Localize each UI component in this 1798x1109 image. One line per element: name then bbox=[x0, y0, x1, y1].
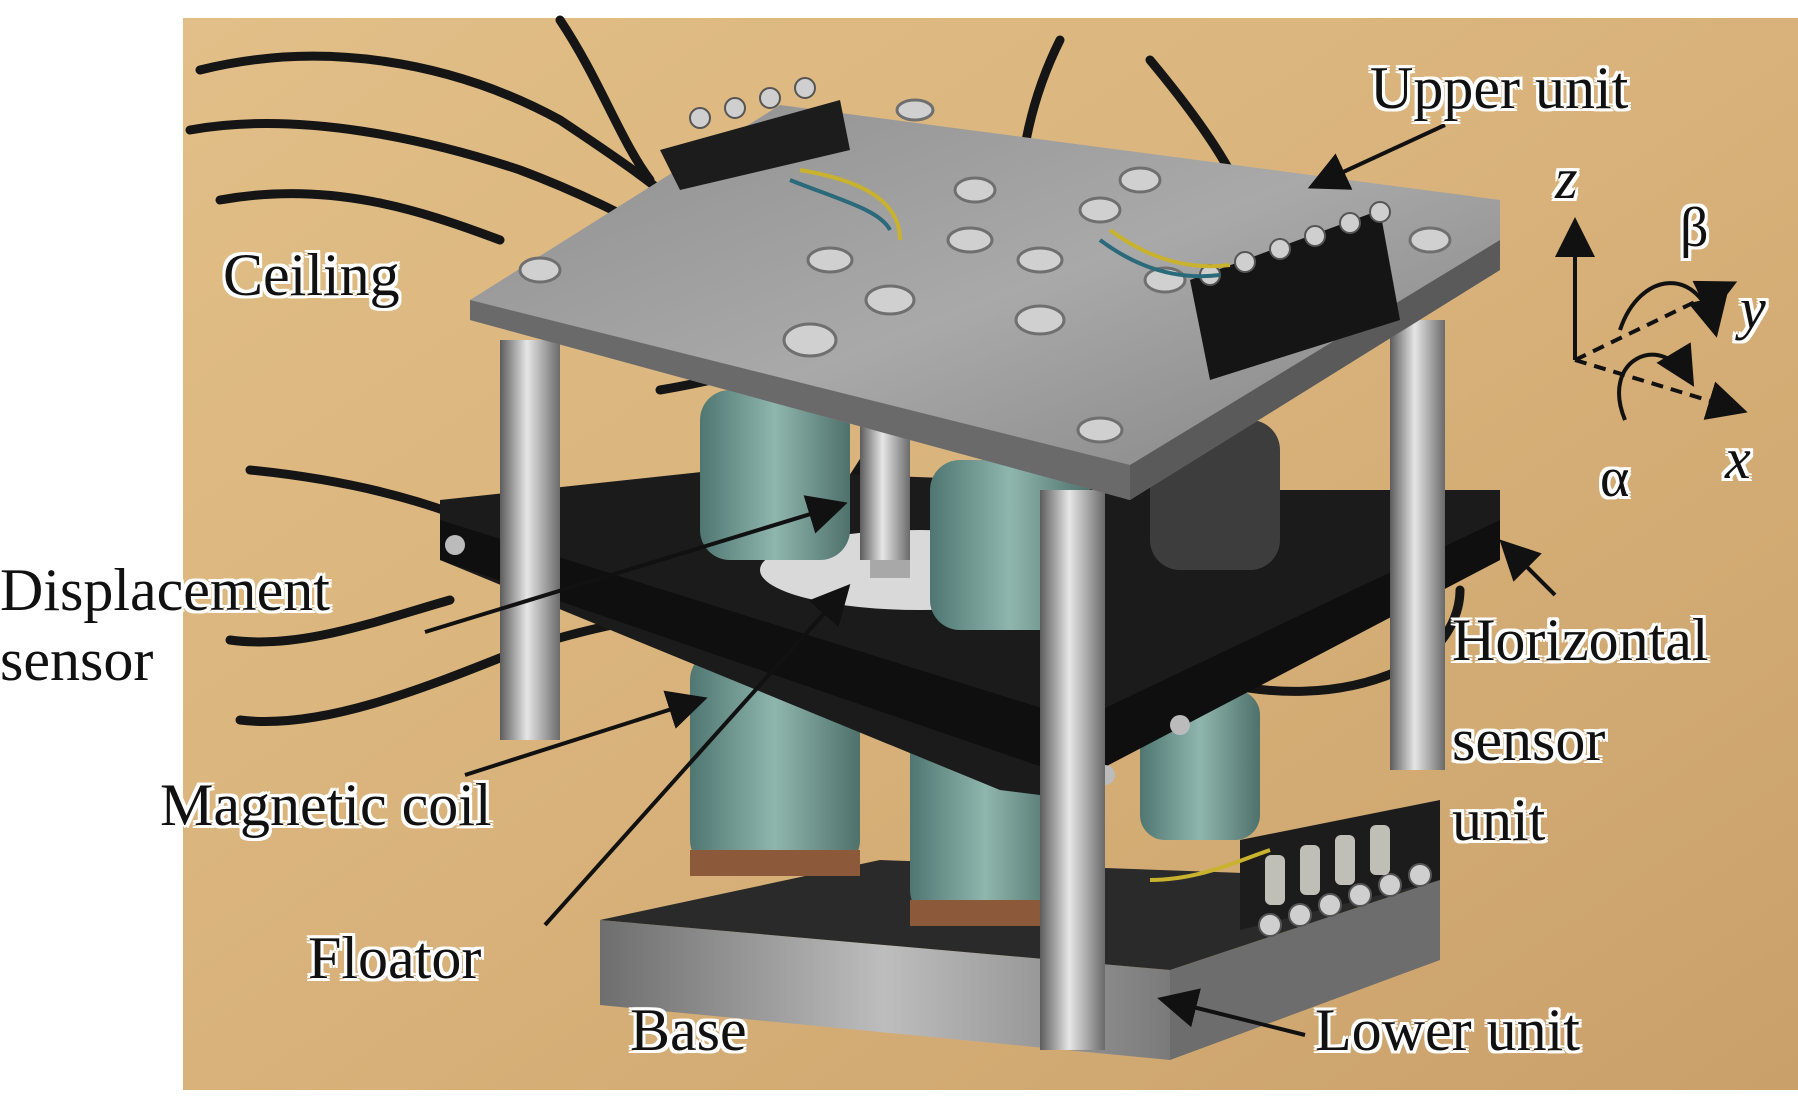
axis-label-x: x bbox=[1725, 426, 1751, 491]
label-horizontal-sensor-1: Horizontal bbox=[1452, 607, 1709, 673]
ceiling-holes bbox=[518, 98, 1452, 444]
label-magnetic-coil: Magnetic coil bbox=[160, 772, 492, 838]
arrow-floator bbox=[543, 584, 851, 927]
pillar-back-right bbox=[1390, 320, 1445, 770]
alpha-rotation bbox=[1617, 342, 1695, 421]
axis-label-alpha: α bbox=[1600, 447, 1630, 509]
arrow-horizontal-sensor bbox=[1499, 539, 1557, 597]
base-front bbox=[600, 920, 1170, 1060]
label-displacement-sensor-2: sensor bbox=[0, 627, 154, 693]
label-displacement-sensor-1: Displacement bbox=[0, 557, 330, 623]
label-floator: Floator bbox=[308, 925, 482, 991]
arrow-magnetic-coil bbox=[464, 690, 708, 777]
axis-label-y: y bbox=[1740, 276, 1766, 341]
label-horizontal-sensor-3: unit bbox=[1452, 787, 1546, 853]
axes-diagram bbox=[1555, 217, 1748, 421]
beta-rotation bbox=[1618, 281, 1728, 338]
pillar-back-left bbox=[500, 340, 560, 740]
label-base: Base bbox=[630, 997, 747, 1063]
annotation-arrows bbox=[424, 123, 1557, 1037]
axis-label-z: z bbox=[1555, 146, 1578, 211]
arrow-upper-unit bbox=[1307, 123, 1446, 190]
label-horizontal-sensor-2: sensor bbox=[1452, 707, 1606, 773]
label-lower-unit: Lower unit bbox=[1315, 997, 1580, 1063]
arrow-displacement-sensor bbox=[424, 495, 848, 634]
arrow-lower-unit bbox=[1157, 988, 1306, 1037]
pillar-mid bbox=[860, 420, 910, 560]
label-upper-unit: Upper unit bbox=[1370, 55, 1629, 121]
label-ceiling: Ceiling bbox=[223, 242, 400, 308]
pillar-front-center bbox=[1040, 490, 1105, 1050]
base-side bbox=[1170, 880, 1440, 1060]
axis-label-beta: β bbox=[1680, 197, 1709, 259]
